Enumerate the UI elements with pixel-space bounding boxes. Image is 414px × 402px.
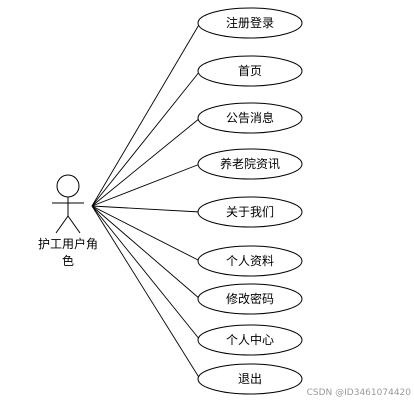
use-case-label: 个人中心	[226, 332, 274, 347]
association-line	[91, 205, 201, 213]
watermark: CSDN @ID3461074420	[307, 388, 412, 398]
association-line	[91, 117, 201, 207]
use-case: 养老院资讯	[197, 148, 303, 180]
association-line	[91, 205, 201, 262]
use-case-label: 关于我们	[226, 204, 274, 219]
use-case: 公告消息	[197, 102, 303, 134]
use-case: 首页	[197, 55, 303, 87]
association-line	[91, 205, 201, 380]
use-case-label: 退出	[238, 372, 262, 386]
use-case: 个人资料	[197, 245, 303, 277]
use-case-ellipse	[197, 283, 303, 315]
use-case-ellipse	[197, 148, 303, 180]
association-line	[91, 205, 201, 341]
actor-label-line2: 色	[62, 254, 74, 268]
actor-left-leg	[55, 215, 69, 234]
association-line	[91, 22, 201, 207]
use-case: 关于我们	[197, 196, 303, 228]
use-case: 个人中心	[197, 324, 303, 356]
use-case-ellipse	[197, 7, 303, 39]
actor-head	[56, 174, 80, 198]
use-case: 修改密码	[197, 283, 303, 315]
association-line	[91, 205, 201, 300]
use-case-ellipse	[197, 363, 303, 395]
use-case-ellipse	[197, 196, 303, 228]
use-case: 注册登录	[197, 7, 303, 39]
use-case-label: 注册登录	[226, 15, 274, 30]
association-lines	[91, 22, 201, 380]
use-case-label: 修改密码	[226, 291, 274, 306]
actor-label-line1: 护工用户角	[38, 236, 98, 251]
use-case-ellipse	[197, 102, 303, 134]
use-case-label: 个人资料	[226, 254, 274, 268]
actor-right-leg	[67, 215, 81, 234]
use-case-ellipse	[197, 55, 303, 87]
association-line	[91, 70, 201, 207]
use-case-ellipse	[197, 245, 303, 277]
use-case-label: 养老院资讯	[220, 156, 280, 171]
use-case: 退出	[197, 363, 303, 395]
actor-figure: 护工用户角 色	[38, 174, 98, 268]
use-case-ellipse	[197, 324, 303, 356]
association-line	[91, 163, 201, 207]
use-case-label: 首页	[238, 64, 262, 78]
use-case-label: 公告消息	[226, 110, 274, 125]
